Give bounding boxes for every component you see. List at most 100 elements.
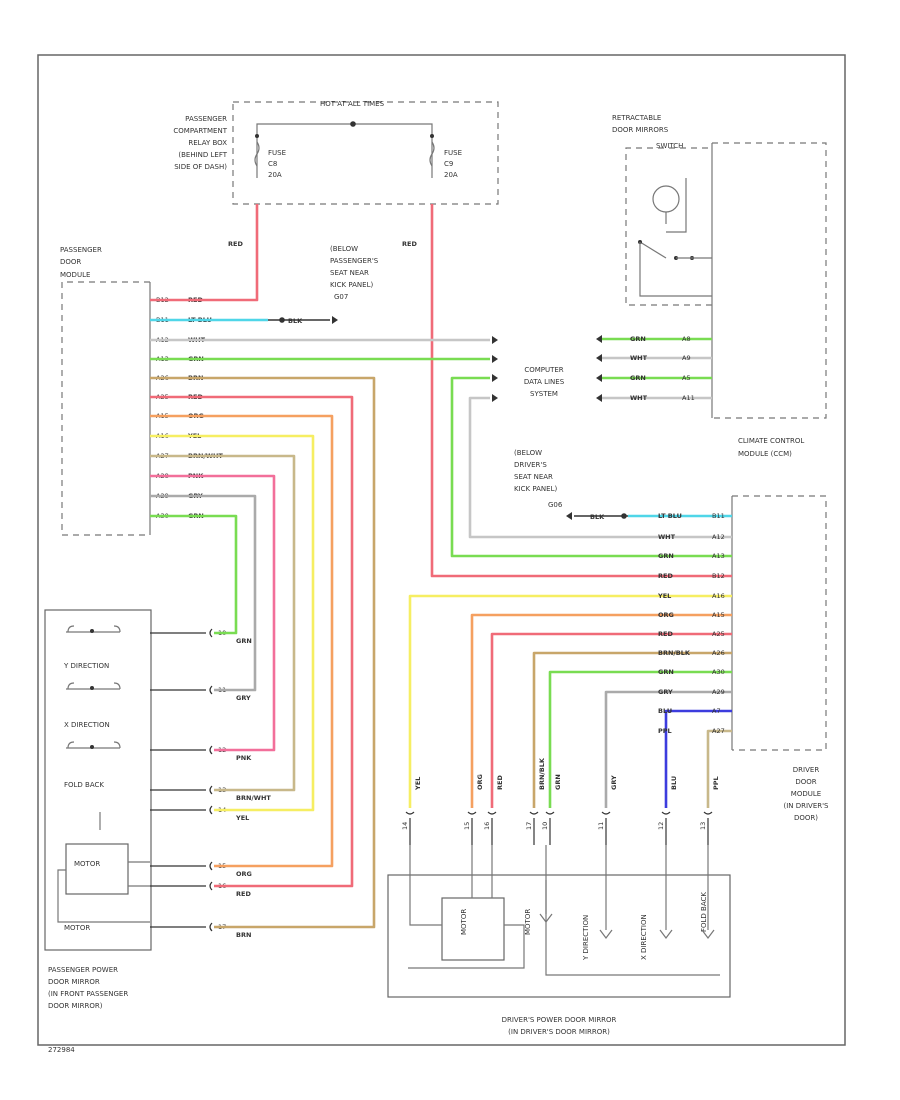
wire-pdm-to-pmirror-0 (150, 514, 238, 635)
ddm-pin-A25: A25 (712, 630, 725, 638)
dmirror-conn-2 (487, 811, 497, 815)
driver-power-mirror: MOTOR MOTOR Y DIRECTION X DIRECTION FOLD… (387, 845, 731, 1036)
data-arrow-3 (492, 374, 498, 382)
ccm-arrow-2 (596, 374, 602, 382)
dmirror-conn-3 (529, 811, 539, 815)
ddm-wire-label-0: LT BLU (658, 512, 682, 520)
dmirror-wire-label-7: PPL (712, 776, 720, 790)
dmirror-conn-5 (601, 811, 611, 815)
ccm-label-2: MODULE (CCM) (738, 450, 792, 458)
wire-ddm-to-dmirror-5 (604, 690, 732, 808)
dmirror-conn-0 (405, 811, 415, 815)
wire-pdm-to-pmirror-6 (150, 395, 354, 888)
wire-data-grn-ddm (450, 376, 732, 558)
ddm-pin-A15: A15 (712, 611, 725, 619)
pmirror-conn-7 (209, 922, 213, 932)
cds-label-1: COMPUTER (524, 366, 563, 374)
diagram-frame (37, 54, 846, 1046)
relay-box-label-5: SIDE OF DASH) (174, 163, 227, 171)
dmirror-wire-label-6: BLU (670, 776, 678, 790)
wire-ddm-to-dmirror-6 (664, 709, 732, 808)
ccm-wire-label-1: WHT (630, 354, 648, 362)
climate-control-module: CLIMATE CONTROL MODULE (CCM) (711, 142, 827, 458)
pmirror-label-1: PASSENGER POWER (48, 966, 118, 974)
wire-pdm-to-pmirror-1 (150, 494, 257, 692)
g07-blk-label: BLK (288, 317, 303, 325)
passenger-power-mirror: Y DIRECTION X DIRECTION FOLD BACK MOTOR … (44, 609, 152, 1010)
relay-box-label-2: COMPARTMENT (173, 127, 227, 135)
pmirror-wire-label-1: GRY (236, 694, 251, 702)
ccm-wire-label-2: GRN (630, 374, 646, 382)
wire-data-wht-ddm (468, 396, 732, 539)
ddm-wire-label-3: RED (658, 572, 673, 580)
pmirror-wire-label-6: RED (236, 890, 251, 898)
dmirror-pin-3: 17 (525, 822, 533, 830)
cds-label-3: SYSTEM (530, 390, 558, 398)
motor-right-label-2: MOTOR (524, 909, 532, 935)
ccm-pin-A5: A5 (682, 374, 691, 382)
ddm-pin-B12: B12 (712, 572, 725, 580)
pmirror-wire-label-3: BRN/WHT (236, 794, 271, 802)
pdm-label-1: PASSENGER (60, 246, 102, 254)
wire-harness (150, 204, 732, 929)
ccm-arrow-3 (596, 394, 602, 402)
ccm-wire-label-3: WHT (630, 394, 648, 402)
passenger-mirror-connector: 10GRN11GRY12PNK13BRN/WHT14YEL15ORG16RED1… (150, 628, 271, 939)
fuse-c9-name: FUSE (444, 149, 462, 157)
dmirror-wire-label-4: GRN (554, 774, 562, 790)
pmirror-conn-0 (209, 628, 213, 638)
g06-label-2: DRIVER'S (514, 461, 547, 469)
ccm-wire-label-0: GRN (630, 335, 646, 343)
pmirror-conn-3 (209, 785, 213, 795)
g07-label-4: KICK PANEL) (330, 281, 373, 289)
dmirror-label-1: DRIVER'S POWER DOOR MIRROR (502, 1016, 617, 1024)
pmirror-wire-label-7: BRN (236, 931, 251, 939)
ccm-label-1: CLIMATE CONTROL (738, 437, 804, 445)
cds-label-2: DATA LINES (524, 378, 565, 386)
ccm-arrow-0 (596, 335, 602, 343)
pmirror-conn-2 (209, 745, 213, 755)
dmirror-conn-7 (703, 811, 713, 815)
pmirror-conn-5 (209, 861, 213, 871)
computer-data-lines-system: COMPUTER DATA LINES SYSTEM (524, 366, 565, 398)
relay-box-label-3: RELAY BOX (188, 139, 227, 147)
wire-pdm-to-pmirror-3 (150, 454, 296, 792)
g07-label-1: (BELOW (330, 245, 358, 253)
pmirror-conn-1 (209, 685, 213, 695)
g06-label-5: G06 (548, 501, 563, 509)
dmirror-pin-0: 14 (401, 822, 409, 830)
ddm-label-5: DOOR) (794, 814, 818, 822)
driver-door-module: DRIVER DOOR MODULE (IN DRIVER'S DOOR) (731, 495, 829, 822)
wire-fuse-c9-to-ddm (430, 204, 732, 578)
ddm-label-3: MODULE (791, 790, 821, 798)
ccm-pin-A8: A8 (682, 335, 691, 343)
wire-fuse-c8-to-pdm (150, 204, 259, 302)
dmirror-pin-7: 13 (699, 822, 707, 830)
ddm-wire-label-6: RED (658, 630, 673, 638)
retractable-mirror-switch: RETRACTABLE DOOR MIRRORS SWITCH (612, 114, 712, 306)
pdm-label-2: DOOR (60, 258, 81, 266)
dmirror-label-2: (IN DRIVER'S DOOR MIRROR) (508, 1028, 610, 1036)
dmirror-conn-4 (545, 811, 555, 815)
pmirror-wire-label-2: PNK (236, 754, 252, 762)
ground-g06-dot (621, 513, 627, 519)
driver-mirror-connector: 14YEL15ORG16RED17BRN/BLK10GRN11GRY12BLU1… (401, 757, 720, 845)
ddm-wire-label-7: BRN/BLK (658, 649, 691, 657)
retract-label-1: RETRACTABLE (612, 114, 661, 122)
ddm-pin-A29: A29 (712, 688, 725, 696)
dmirror-pin-1: 15 (463, 822, 471, 830)
x-direction-left-label: X DIRECTION (64, 721, 110, 729)
ccm-pin-A11: A11 (682, 394, 695, 402)
ground-g06-label: (BELOW DRIVER'S SEAT NEAR KICK PANEL) G0… (514, 449, 563, 509)
data-arrow-4 (492, 394, 498, 402)
switch-lamp-icon (652, 185, 680, 213)
dmirror-pin-5: 11 (597, 822, 605, 830)
ddm-wire-label-4: YEL (657, 592, 671, 600)
ground-g07-dot (279, 317, 285, 323)
retract-label-3: SWITCH (656, 142, 683, 150)
fuse-c8-number: C8 (268, 160, 277, 168)
ground-g06-symbol (566, 512, 572, 520)
